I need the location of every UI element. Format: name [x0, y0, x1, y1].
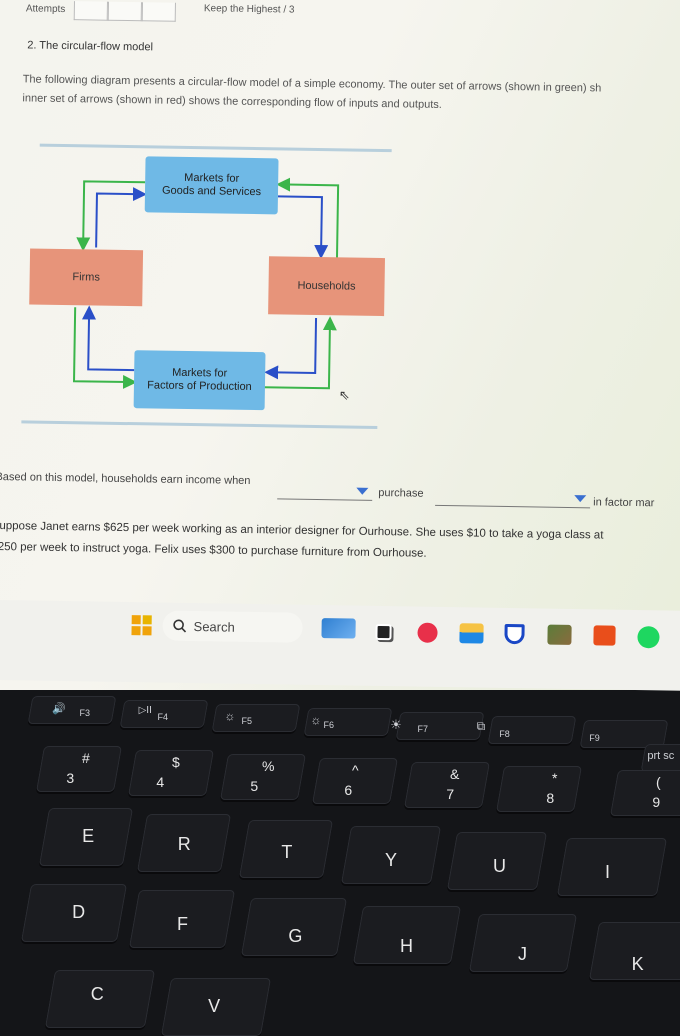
households-label: Households	[297, 279, 356, 293]
scenario-paragraph: Suppose Janet earns $625 per week workin…	[0, 516, 604, 568]
purchase-word: purchase	[378, 487, 424, 500]
key-f7[interactable]: ☀F7	[390, 712, 485, 740]
windows-start-icon[interactable]	[131, 615, 152, 636]
green-arrow-firms-to-factors	[73, 307, 138, 389]
blue-arrow-goods-to-households	[277, 195, 329, 260]
minecraft-icon[interactable]	[547, 624, 572, 645]
key-d[interactable]: D	[20, 884, 128, 942]
key-6[interactable]: ^6	[311, 758, 399, 804]
key-prtsc[interactable]: prt sc	[640, 744, 680, 772]
firms-label: Firms	[72, 271, 100, 284]
key-f5[interactable]: ☼F5	[211, 704, 301, 732]
green-arrow-goods-to-firms	[76, 180, 146, 252]
key-r[interactable]: R	[136, 814, 232, 872]
key-t[interactable]: T	[238, 820, 334, 878]
key-c[interactable]: C	[44, 970, 156, 1028]
windows-taskbar: Search	[0, 600, 680, 691]
taskbar-search[interactable]: Search	[162, 610, 303, 643]
blue-arrow-households-to-factors	[264, 317, 318, 380]
green-arrow-factors-to-households	[263, 316, 337, 390]
key-u[interactable]: U	[446, 832, 548, 890]
assignment-page: Attempts Keep the Highest / 3 2. The cir…	[0, 1, 655, 568]
key-f8[interactable]: ⧉F8	[477, 716, 577, 744]
key-e[interactable]: E	[38, 808, 134, 866]
households-box: Households	[268, 256, 385, 317]
key-4[interactable]: $4	[127, 750, 215, 796]
mcafee-icon[interactable]	[504, 623, 525, 645]
factor-market-line-2: Factors of Production	[147, 379, 252, 394]
search-icon	[173, 619, 187, 633]
second-blank-dropdown[interactable]	[435, 490, 591, 509]
key-8[interactable]: *8	[495, 766, 583, 812]
question-sentence-start: Based on this model, households earn inc…	[0, 470, 251, 487]
green-arrow-households-to-goods	[276, 177, 340, 259]
store-icon[interactable]	[593, 625, 616, 646]
dropdown-caret-icon	[356, 487, 369, 495]
spotify-icon[interactable]	[637, 626, 660, 649]
key-3[interactable]: #3	[35, 746, 123, 792]
search-label: Search	[193, 618, 235, 635]
key-f[interactable]: F	[128, 890, 236, 948]
file-explorer-icon[interactable]	[459, 623, 484, 644]
first-blank-dropdown[interactable]	[277, 484, 373, 501]
blue-arrow-firms-to-goods	[95, 187, 147, 248]
key-k[interactable]: K	[588, 922, 680, 980]
key-f6[interactable]: ☼F6	[303, 708, 393, 736]
dropdown-caret-icon	[574, 495, 587, 503]
blue-arrow-factors-to-firms	[81, 305, 135, 372]
factor-market-word: in factor mar	[593, 496, 655, 510]
task-view-icon[interactable]	[375, 623, 392, 641]
key-7[interactable]: &7	[403, 762, 491, 808]
circular-flow-arrows	[73, 177, 340, 390]
key-v[interactable]: V	[160, 978, 272, 1036]
key-h[interactable]: H	[352, 906, 462, 964]
firms-box: Firms	[29, 248, 144, 307]
key-y[interactable]: Y	[340, 826, 442, 884]
key-g[interactable]: G	[240, 898, 348, 956]
key-f3[interactable]: 🔊F3	[27, 696, 117, 724]
key-9[interactable]: (9	[609, 770, 680, 816]
widgets-icon[interactable]	[321, 618, 356, 639]
key-i[interactable]: I	[556, 838, 668, 896]
mouse-pointer-icon: ⇖	[338, 387, 350, 403]
goods-market-line-2: Goods and Services	[161, 184, 262, 199]
key-j[interactable]: J	[468, 914, 578, 972]
browser-screen: Attempts Keep the Highest / 3 2. The cir…	[0, 0, 680, 690]
key-5[interactable]: %5	[219, 754, 307, 800]
chat-icon[interactable]	[417, 622, 438, 643]
